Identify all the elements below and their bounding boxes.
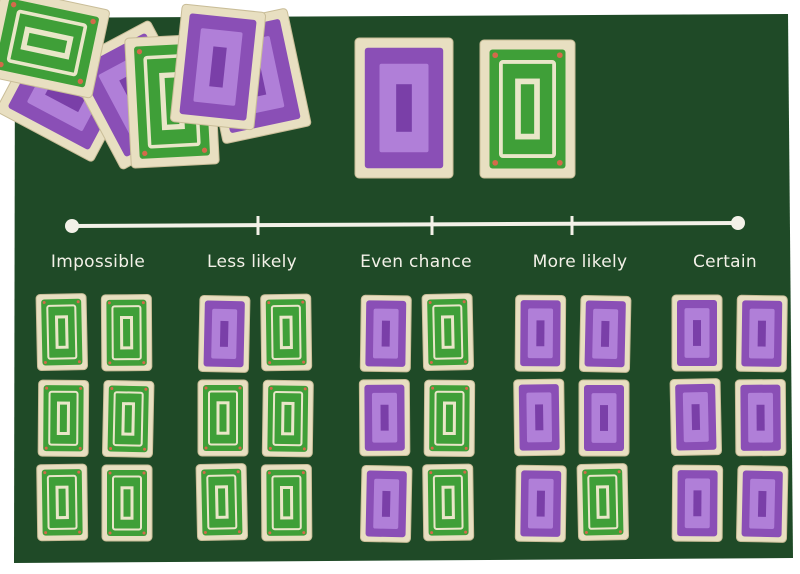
group-card	[423, 464, 474, 541]
group-card	[670, 379, 722, 456]
group-card	[261, 465, 312, 541]
group-card	[672, 295, 722, 371]
group-card	[577, 464, 629, 541]
group-card	[261, 294, 312, 371]
group-card	[37, 464, 88, 541]
group-card	[515, 465, 566, 542]
group-card	[196, 464, 248, 541]
drawn-card	[480, 40, 575, 178]
scale-end-dot	[731, 216, 745, 230]
group-card	[735, 380, 786, 456]
group-card	[198, 295, 250, 372]
group-card	[38, 380, 89, 456]
pile-card	[170, 4, 266, 130]
group-card	[262, 380, 313, 457]
scale-start-dot	[65, 219, 79, 233]
scale-label-even-chance: Even chance	[360, 252, 472, 272]
group-card	[102, 380, 154, 457]
group-card	[360, 465, 412, 542]
group-card	[360, 295, 411, 372]
group-card	[515, 295, 566, 371]
scale-label-less-likely: Less likely	[207, 252, 297, 272]
group-card	[424, 380, 475, 456]
group-card	[422, 294, 474, 371]
group-card	[198, 380, 248, 456]
group-card	[36, 294, 88, 371]
scale-label-impossible: Impossible	[51, 252, 145, 272]
drawn-card	[355, 38, 453, 178]
group-card	[579, 380, 629, 456]
scale-label-certain: Certain	[693, 252, 757, 272]
group-card	[101, 295, 152, 371]
group-card	[736, 295, 787, 372]
group-card	[579, 295, 631, 372]
scale-label-more-likely: More likely	[533, 252, 628, 272]
group-card	[672, 465, 723, 541]
group-card	[102, 465, 152, 541]
group-card	[359, 380, 410, 456]
group-card	[514, 379, 565, 456]
group-card	[736, 465, 788, 542]
